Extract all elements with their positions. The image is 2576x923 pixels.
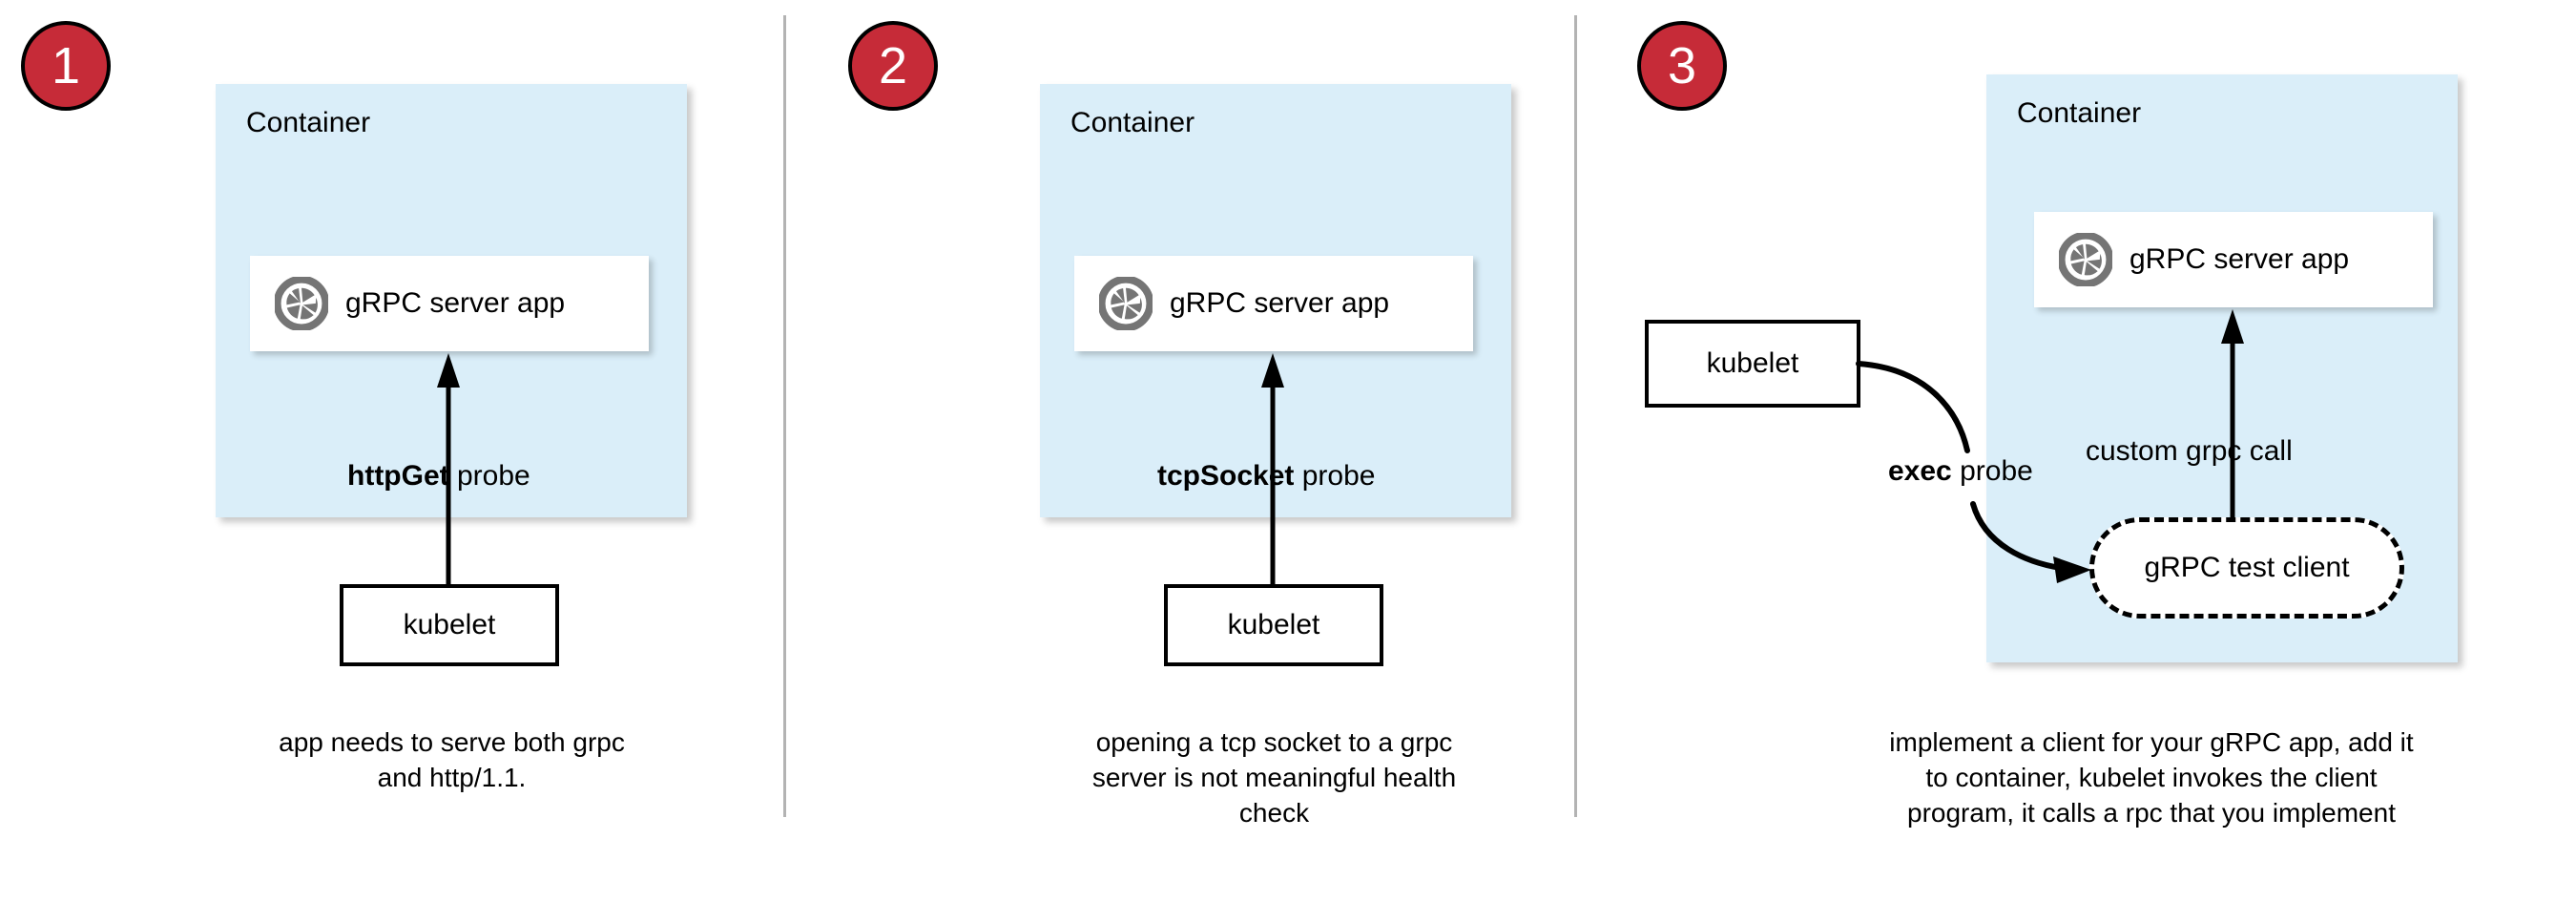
- tcpsocket-probe-rest: probe: [1294, 460, 1376, 492]
- kubelet-label-2: kubelet: [1227, 609, 1320, 640]
- httpget-probe-bold: httpGet: [347, 460, 449, 492]
- step-badge-1: 1: [21, 21, 111, 111]
- grpc-server-app-box-3: gRPC server app: [2034, 212, 2433, 307]
- grpc-test-client-box: gRPC test client: [2089, 517, 2404, 619]
- step-badge-1-number: 1: [51, 37, 81, 94]
- container-label-2: Container: [1070, 107, 1195, 138]
- tcpsocket-probe-bold: tcpSocket: [1157, 460, 1295, 492]
- kubelet-label-1: kubelet: [403, 609, 496, 640]
- httpget-probe-label: httpGet probe: [347, 460, 530, 493]
- panel-caption-2: opening a tcp socket to a grpc server is…: [1091, 727, 1457, 828]
- grpc-server-app-box-2: gRPC server app: [1074, 256, 1473, 351]
- step-badge-2: 2: [848, 21, 938, 111]
- kubelet-box-1: kubelet: [340, 584, 559, 666]
- custom-grpc-call-label: custom grpc call: [2086, 435, 2293, 467]
- grpc-server-app-box-1: gRPC server app: [250, 256, 649, 351]
- container-label-1: Container: [246, 107, 371, 138]
- exec-probe-bold: exec: [1888, 455, 1952, 487]
- panel-caption-3: implement a client for your gRPC app, ad…: [1889, 727, 2414, 828]
- grpc-server-app-label-1: gRPC server app: [345, 287, 566, 319]
- container-label-3: Container: [2017, 97, 2142, 129]
- panel-caption-1: app needs to serve both grpc and http/1.…: [279, 727, 625, 792]
- kubelet-label-3: kubelet: [1706, 347, 1799, 379]
- exec-probe-rest: probe: [1951, 455, 2033, 487]
- tcpsocket-probe-arrow: [1261, 353, 1284, 617]
- step-badge-3: 3: [1637, 21, 1727, 111]
- grpc-server-app-label-3: gRPC server app: [2129, 243, 2350, 275]
- grpc-aperture-icon: [275, 277, 328, 330]
- panel-divider-1: [783, 15, 786, 817]
- grpc-aperture-icon: [1099, 277, 1153, 330]
- panel-divider-2: [1574, 15, 1577, 817]
- step-badge-3-number: 3: [1667, 37, 1697, 94]
- tcpsocket-probe-label: tcpSocket probe: [1157, 460, 1375, 493]
- httpget-probe-arrow: [437, 353, 460, 617]
- httpget-probe-rest: probe: [448, 460, 530, 492]
- step-badge-2-number: 2: [878, 37, 908, 94]
- kubelet-box-2: kubelet: [1164, 584, 1383, 666]
- exec-probe-label: exec probe: [1888, 455, 2033, 488]
- kubelet-box-3: kubelet: [1645, 320, 1860, 408]
- custom-grpc-call-arrow: [2221, 309, 2244, 544]
- grpc-test-client-label: gRPC test client: [2144, 552, 2350, 583]
- exec-probe-arrow: [1856, 361, 2091, 583]
- grpc-server-app-label-2: gRPC server app: [1170, 287, 1390, 319]
- grpc-aperture-icon: [2059, 233, 2112, 286]
